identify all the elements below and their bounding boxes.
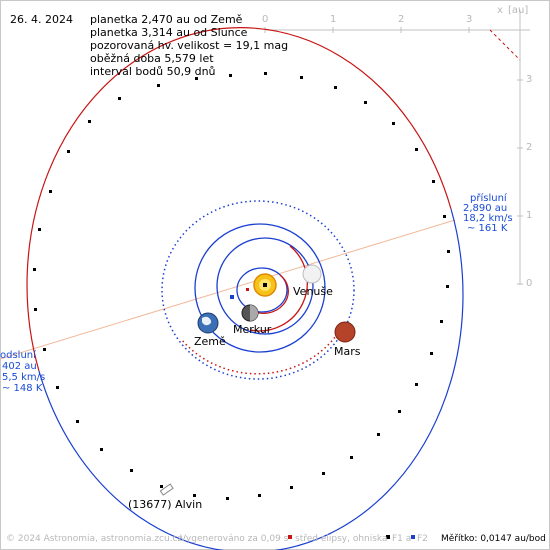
sun-focus-marker: [263, 283, 267, 287]
focus-f2-marker: [230, 295, 234, 299]
generated-time: Vygenerováno za 0,09 s: [180, 534, 289, 544]
venus-label: Venuše: [293, 285, 333, 298]
ellipse-center-marker: [246, 288, 249, 291]
mars-orbit-red: [181, 329, 341, 375]
legend-f2-square: [411, 535, 415, 539]
legend-f1-label: F1 a: [392, 534, 412, 544]
perihelion-distance: 2,890 au: [463, 203, 508, 214]
neighbour-orbit: [489, 29, 521, 61]
legend-f1-square: [386, 535, 390, 539]
mars-icon: [334, 321, 356, 343]
earth-clouds: [202, 316, 212, 326]
earth-orbit: [194, 223, 326, 353]
aphelion-temp: ~ 148 K: [2, 383, 43, 394]
info-line: interval bodů 50,9 dnů: [90, 65, 216, 78]
x-tick-label: 1: [330, 14, 337, 25]
unit-label: [au]: [508, 5, 529, 16]
copyright: © 2024 Astronomia, astronomia.zcu.cz: [6, 534, 183, 544]
x-tick-label: 3: [466, 14, 473, 25]
perihelion-speed: 18,2 km/s: [463, 213, 513, 224]
earth-label: Země: [194, 335, 226, 348]
aphelion-title: odsluní: [0, 350, 36, 361]
mercury-orbit-red: [249, 274, 289, 314]
x-tick-label: 2: [398, 14, 405, 25]
legend-center-label: střed elipsy, ohniska: [295, 534, 388, 544]
y-tick-label: 0: [526, 278, 533, 289]
asteroid-label: (13677) Alvin: [128, 498, 203, 511]
perihelion-title: přísluní: [470, 193, 507, 204]
mars-label: Mars: [334, 345, 361, 358]
info-line: planetka 3,314 au od Slunce: [90, 26, 248, 39]
perihelion-temp: ~ 161 K: [467, 223, 508, 234]
mercury-lit-side: [250, 305, 258, 321]
legend-f2-label: F2: [417, 534, 428, 544]
aphelion-speed: 5,5 km/s: [2, 372, 46, 383]
date-label: 26. 4. 2024: [10, 13, 73, 26]
venus-orbit-red: [249, 245, 308, 332]
asteroid-orbit-red: [26, 26, 452, 372]
x-tick-label: 0: [262, 14, 269, 25]
mercury-label: Merkur: [233, 323, 272, 336]
x-axis-label: x: [497, 5, 503, 16]
asteroid-icon: [159, 483, 174, 496]
orbit-points: [33, 72, 450, 500]
y-tick-label: 3: [526, 74, 533, 85]
apsis-line: [0, 219, 456, 360]
y-tick-label: 2: [526, 142, 533, 153]
venus-orbit: [216, 237, 314, 335]
venus-icon: [302, 264, 322, 284]
scale-label: Měřítko: 0,0147 au/bod: [441, 534, 546, 544]
asteroid-orbit-blue: [38, 208, 464, 550]
info-line: pozorovaná hv. velikost = 19,1 mag: [90, 39, 289, 52]
info-line: planetka 2,470 au od Země: [90, 13, 243, 26]
aphelion-distance: 402 au: [2, 361, 37, 372]
legend-center-square: [288, 535, 292, 539]
y-tick-label: 1: [526, 210, 533, 221]
info-line: oběžná doba 5,579 let: [90, 52, 214, 65]
mercury-orbit: [236, 267, 288, 313]
mars-orbit: [161, 200, 355, 380]
